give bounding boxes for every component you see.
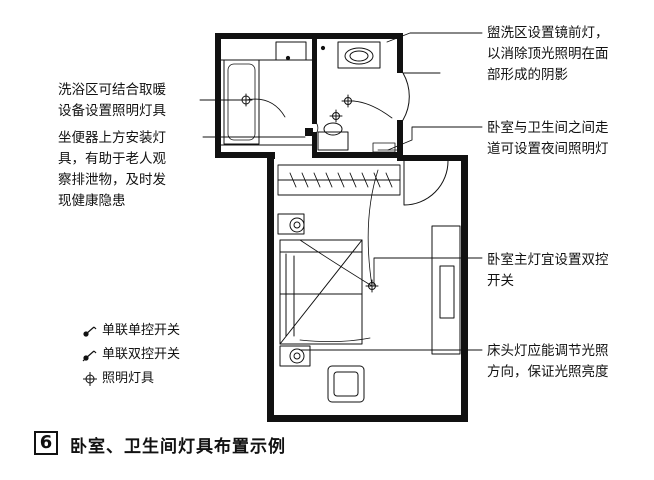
bathroom-partition-lower	[312, 132, 317, 158]
bathroom-wall-bottom	[215, 152, 267, 158]
legend-double-switch: 单联双控开关	[82, 346, 180, 364]
double-switch-icon	[82, 350, 97, 362]
single-switch-icon	[83, 326, 97, 337]
bathroom-wall-bottom-mid	[317, 152, 403, 158]
figure-number: 6	[34, 431, 58, 455]
bathtub	[223, 59, 260, 145]
annotation-mirror-light: 盥洗区设置镜前灯， 以消除顶光照明在面 部形成的阴影	[487, 25, 609, 83]
wardrobe	[277, 164, 401, 196]
armchair	[327, 365, 365, 403]
leader-lines	[199, 32, 483, 351]
annotation-night-light: 卧室与卫生间之间走 道可设置夜间照明灯	[487, 120, 609, 157]
annotation-bath-heater: 洗浴区可结合取暖 设备设置照明灯具	[58, 82, 166, 119]
bedroom-door	[403, 160, 449, 206]
light-fixture-icon	[83, 372, 97, 386]
bathroom-wall-right-lower	[397, 120, 403, 158]
desk	[431, 225, 461, 355]
bedroom-wall-right	[461, 158, 468, 422]
bedroom-wall-bottom	[267, 415, 467, 422]
toilet-light-fixture	[329, 109, 343, 123]
toilet	[317, 122, 349, 151]
bathtub-inner	[227, 63, 256, 141]
bathroom-wall-left	[215, 33, 221, 158]
annotation-main-light: 卧室主灯宜设置双控 开关	[487, 252, 609, 289]
bedside-lamp	[279, 345, 311, 367]
annotation-toilet-light: 坐便器上方安装灯 具，有助于老人观 察排泄物，及时发 现健康隐患	[58, 130, 166, 209]
bathroom-door	[402, 72, 441, 121]
bathroom-partition	[312, 39, 317, 124]
legend-single-switch: 单联单控开关	[82, 322, 180, 340]
legend-fixture: 照明灯具	[82, 370, 154, 388]
annotation-bedside-light: 床头灯应能调节光照 方向，保证光照亮度	[487, 343, 609, 380]
washbasin	[337, 41, 381, 69]
bathroom-wall-top	[215, 33, 403, 39]
bedroom-wall-left	[267, 152, 274, 422]
figure-title: 卧室、卫生间灯具布置示例	[70, 437, 286, 457]
bedroom-wall-top-right	[397, 155, 468, 161]
bed	[277, 213, 363, 345]
bathroom-wall-right-upper	[397, 33, 403, 73]
